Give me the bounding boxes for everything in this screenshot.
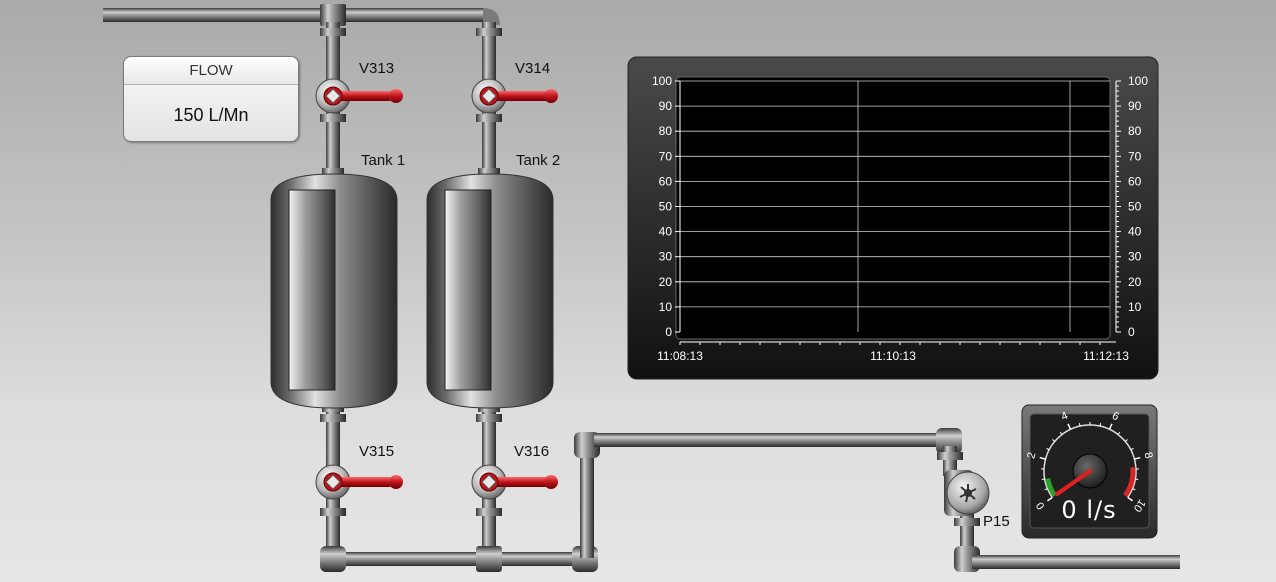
y-tick-label-right: 70 bbox=[1128, 149, 1142, 163]
y-tick-label-right: 100 bbox=[1128, 74, 1148, 88]
gauge-scale-label: 0 bbox=[1034, 500, 1047, 512]
trend-plot-area[interactable] bbox=[675, 76, 1111, 340]
gauge-scale-label: 2 bbox=[1025, 451, 1038, 460]
valve-stem-icon bbox=[481, 474, 497, 490]
x-tick-label: 11:10:13 bbox=[870, 349, 916, 363]
flow-panel-value: 150 L/Mn bbox=[173, 105, 249, 125]
trend-y-axis-left: 0 10 20 30 40 50 60 70 80 90 100 bbox=[652, 74, 681, 339]
valve-v314[interactable] bbox=[471, 78, 558, 114]
tank-2-label: Tank 2 bbox=[516, 152, 560, 169]
valve-v315-label: V315 bbox=[359, 443, 394, 460]
tank-1 bbox=[270, 173, 398, 409]
gauge-scale-label: 10 bbox=[1131, 497, 1148, 514]
gauge-scale-label: 8 bbox=[1141, 451, 1154, 460]
y-tick-label-left: 30 bbox=[659, 250, 673, 264]
valve-stem-icon bbox=[325, 88, 341, 104]
pipe-outlet bbox=[972, 555, 1180, 569]
pipe-top-header bbox=[103, 8, 483, 22]
tank-1-sight-glass bbox=[288, 189, 336, 391]
x-tick-label: 11:12:13 bbox=[1083, 349, 1129, 363]
y-tick-label-right: 20 bbox=[1128, 275, 1142, 289]
x-tick-label: 11:08:13 bbox=[657, 349, 703, 363]
y-tick-label-right: 10 bbox=[1128, 300, 1142, 314]
y-tick-label-left: 50 bbox=[659, 200, 673, 214]
fan-icon bbox=[959, 484, 977, 503]
y-tick-label-right: 90 bbox=[1128, 99, 1142, 113]
trend-x-axis: 11:08:13 11:10:13 11:12:13 bbox=[657, 341, 1129, 363]
pump-p15[interactable] bbox=[944, 470, 990, 516]
gauge-needle bbox=[1055, 469, 1092, 496]
trend-gridlines bbox=[680, 80, 1110, 332]
valve-handle[interactable] bbox=[333, 477, 393, 487]
gauge-scale: 0 2 4 6 8 10 bbox=[1025, 410, 1154, 514]
pipe-riser bbox=[580, 440, 594, 558]
valve-v313-label: V313 bbox=[359, 60, 394, 77]
pipe-bottom-header bbox=[326, 552, 586, 566]
valve-handle[interactable] bbox=[489, 477, 549, 487]
valve-stem-icon bbox=[481, 88, 497, 104]
valve-v314-label: V314 bbox=[515, 60, 550, 77]
y-tick-label-left: 0 bbox=[665, 325, 672, 339]
gauge-scale-label: 6 bbox=[1110, 410, 1121, 423]
y-tick-label-left: 20 bbox=[659, 275, 673, 289]
y-tick-label-left: 10 bbox=[659, 300, 673, 314]
valve-v316-label: V316 bbox=[514, 443, 549, 460]
y-tick-label-left: 40 bbox=[659, 225, 673, 239]
tank-2 bbox=[426, 173, 554, 409]
valve-handle[interactable] bbox=[489, 91, 549, 101]
gauge-scale-label: 4 bbox=[1059, 410, 1070, 423]
pipe-elbow bbox=[483, 8, 500, 25]
y-tick-label-right: 50 bbox=[1128, 200, 1142, 214]
pipe-tee bbox=[320, 4, 346, 26]
flow-panel: FLOW 150 L/Mn bbox=[123, 56, 299, 142]
y-tick-label-left: 80 bbox=[659, 124, 673, 138]
y-tick-label-right: 30 bbox=[1128, 250, 1142, 264]
valve-v313[interactable] bbox=[315, 78, 403, 114]
valve-v315[interactable] bbox=[315, 464, 403, 500]
trend-y-axis-right: 0 10 20 30 40 50 60 70 80 90 100 bbox=[1115, 74, 1148, 339]
y-tick-label-left: 90 bbox=[659, 99, 673, 113]
y-tick-label-left: 100 bbox=[652, 74, 672, 88]
tank-2-sight-glass bbox=[444, 189, 492, 391]
flow-gauge: 0 2 4 6 8 10 bbox=[1021, 404, 1158, 539]
y-tick-label-right: 0 bbox=[1128, 325, 1135, 339]
y-tick-label-right: 80 bbox=[1128, 124, 1142, 138]
y-tick-label-right: 40 bbox=[1128, 225, 1142, 239]
y-tick-label-right: 60 bbox=[1128, 174, 1142, 188]
y-tick-label-left: 60 bbox=[659, 174, 673, 188]
trend-chart[interactable]: 0 10 20 30 40 50 60 70 80 90 100 0 10 20 30 40 50 60 70 80… bbox=[627, 56, 1159, 380]
valve-stem-icon bbox=[325, 474, 341, 490]
gauge-readout: 0 l/s bbox=[1061, 496, 1117, 524]
pump-label: P15 bbox=[983, 513, 1010, 530]
y-tick-label-left: 70 bbox=[659, 149, 673, 163]
pipe-upper-run bbox=[594, 433, 946, 447]
tank-1-label: Tank 1 bbox=[361, 152, 405, 169]
valve-handle[interactable] bbox=[333, 91, 393, 101]
flow-panel-title: FLOW bbox=[124, 57, 298, 85]
valve-v316[interactable] bbox=[471, 464, 558, 500]
